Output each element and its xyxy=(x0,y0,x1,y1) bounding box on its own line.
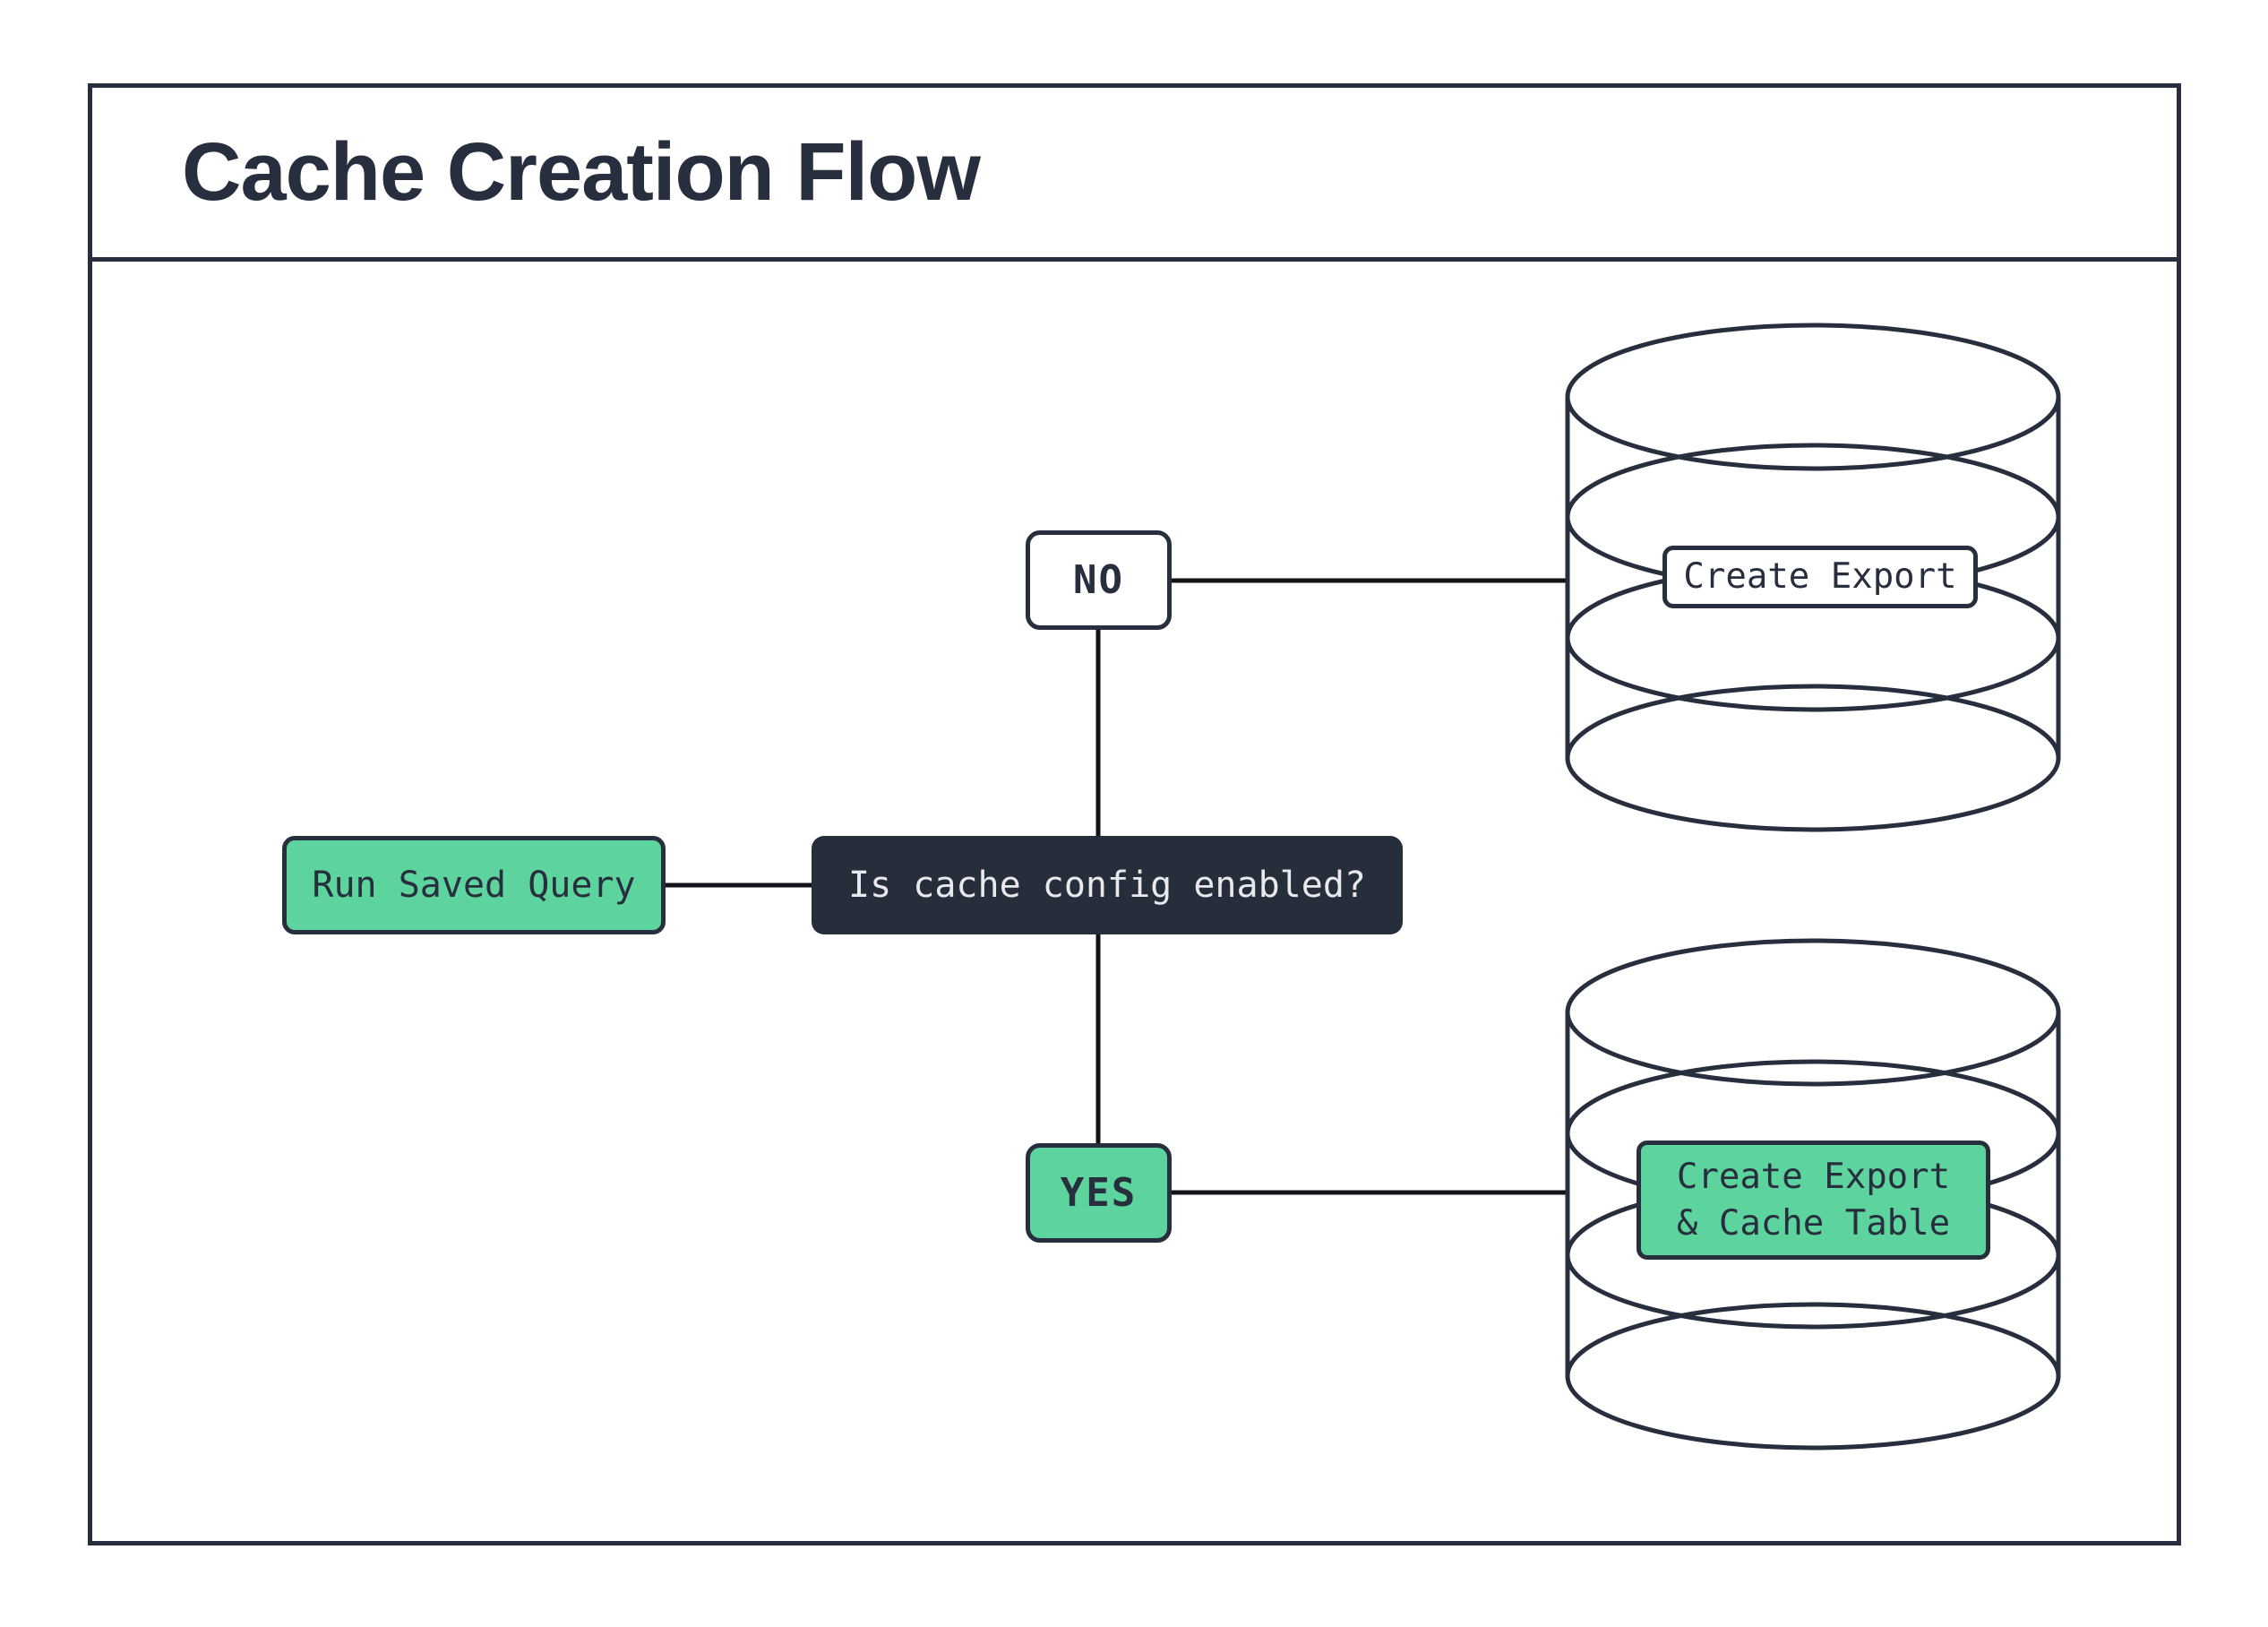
node-yes-branch: YES xyxy=(1026,1143,1172,1243)
node-run-saved-query: Run Saved Query xyxy=(282,836,666,934)
node-no-branch: NO xyxy=(1026,530,1172,630)
node-cache-config-question: Is cache config enabled? xyxy=(812,836,1403,934)
title-bar: Cache Creation Flow xyxy=(92,88,2177,262)
label-create-export-cache-line1: Create Export xyxy=(1676,1156,1951,1197)
label-create-export-cache-table: Create Export & Cache Table xyxy=(1637,1141,1990,1260)
label-create-export-text: Create Export xyxy=(1683,556,1957,598)
label-create-export: Create Export xyxy=(1662,546,1978,608)
connector-lines xyxy=(666,578,1569,1195)
page-title: Cache Creation Flow xyxy=(182,126,981,218)
label-create-export-cache-line2: & Cache Table xyxy=(1676,1202,1951,1244)
